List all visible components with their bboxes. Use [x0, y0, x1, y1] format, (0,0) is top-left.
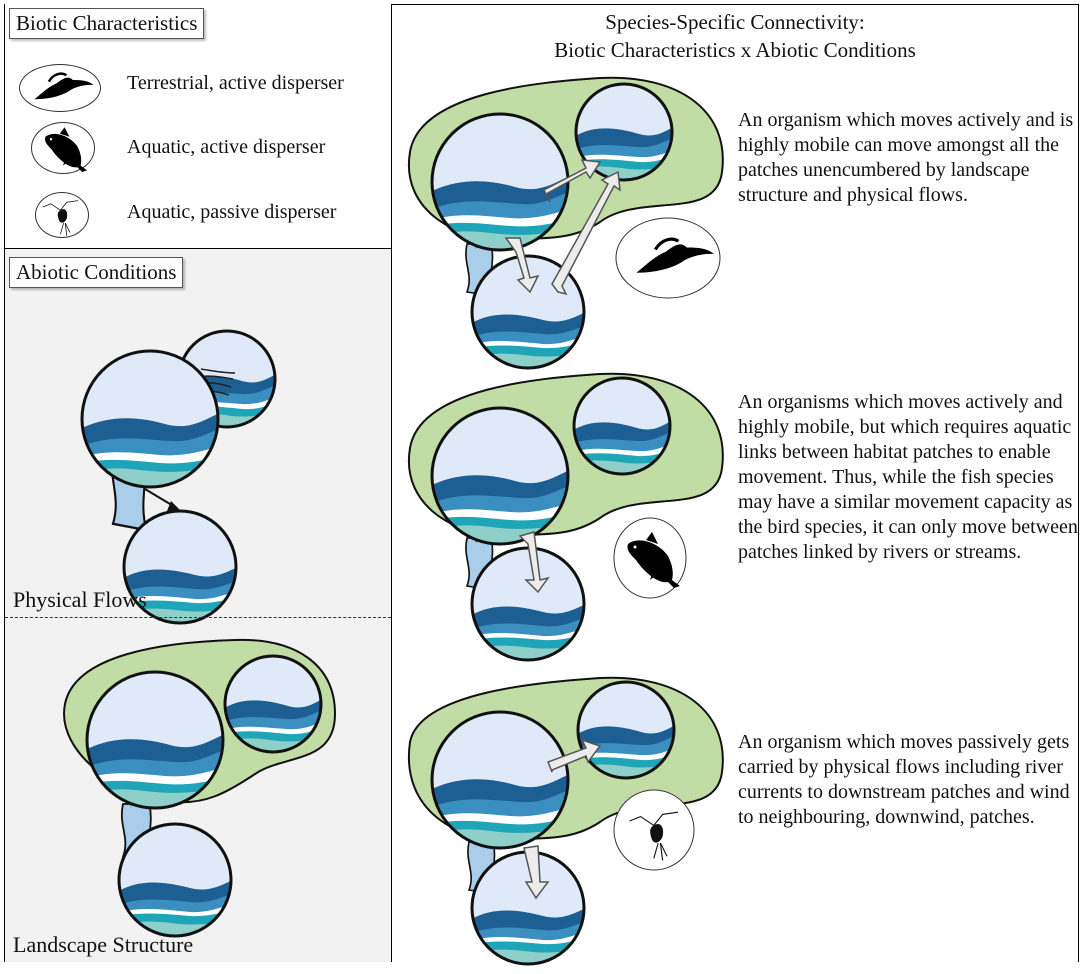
bird-oval: [19, 64, 101, 112]
plankton-oval: [35, 192, 89, 238]
fish-oval: [31, 122, 95, 174]
physical-flows-label: Physical Flows: [13, 587, 147, 613]
plankton-connectivity-diagram: [400, 672, 740, 962]
left-panel: Biotic Characteristics Terrestrial, acti…: [4, 4, 392, 962]
abiotic-header: Abiotic Conditions: [9, 257, 183, 288]
biotic-characteristics-panel: Biotic Characteristics Terrestrial, acti…: [5, 4, 391, 249]
figure-right-border: [1078, 4, 1079, 962]
title-line-1: Species-Specific Connectivity:: [392, 8, 1078, 36]
fish-icon: [32, 123, 94, 173]
legend-aquatic-active-label: Aquatic, active disperser: [127, 136, 325, 159]
zooplankton-icon: [36, 193, 88, 237]
legend-aquatic-passive-label: Aquatic, passive disperser: [127, 201, 336, 224]
bird-connectivity-diagram: [400, 72, 740, 362]
biotic-header: Biotic Characteristics: [9, 8, 204, 39]
landscape-structure-label: Landscape Structure: [13, 932, 193, 958]
fish-description: An organisms which moves actively and hi…: [738, 390, 1078, 565]
plankton-description: An organism which moves passively gets c…: [738, 730, 1078, 830]
bird-description: An organism which moves actively and is …: [738, 108, 1078, 208]
fish-connectivity-diagram: [400, 368, 740, 658]
bird-icon: [20, 65, 100, 111]
landscape-structure-diagram: [5, 634, 391, 974]
figure-title: Species-Specific Connectivity: Biotic Ch…: [392, 8, 1078, 64]
abiotic-divider: [5, 617, 391, 618]
abiotic-conditions-panel: Abiotic Conditions Physical Flows Landsc…: [5, 249, 391, 962]
title-line-2: Biotic Characteristics x Abiotic Conditi…: [392, 36, 1078, 64]
legend-terrestrial-label: Terrestrial, active disperser: [127, 72, 344, 95]
